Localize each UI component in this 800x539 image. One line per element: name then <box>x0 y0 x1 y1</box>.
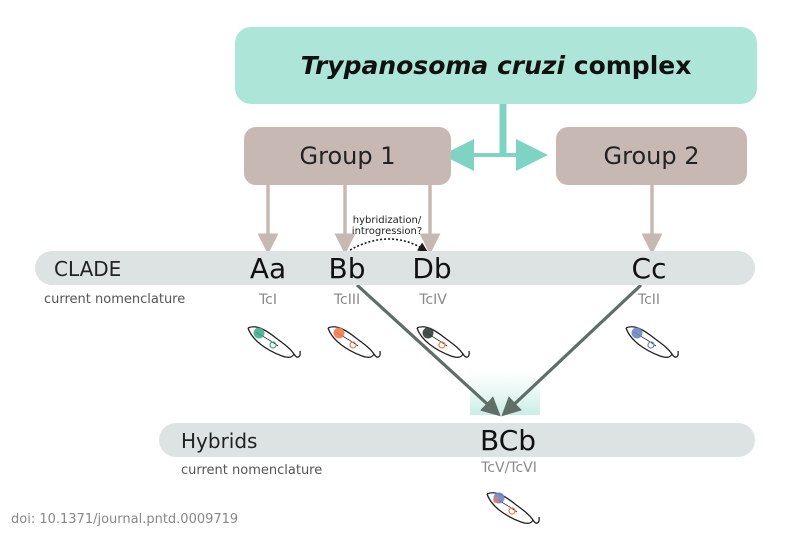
hybridization-note-line1: hybridization/ <box>352 215 422 226</box>
trypanosome-icon-Aa <box>247 326 301 358</box>
tc-Cc: TcII <box>637 292 661 308</box>
clade-row-label: CLADE <box>54 257 122 281</box>
group-2-box: Group 2 <box>556 127 747 185</box>
clade-Db: Db <box>412 252 452 285</box>
tc-BCb: TcV/TcVI <box>481 460 537 476</box>
hybrid-row-label: Hybrids <box>181 429 258 453</box>
arrow-Cc-to-BCb <box>501 283 643 417</box>
clade-Cc: Cc <box>631 252 667 285</box>
tc-Db: TcIV <box>419 292 447 308</box>
trypanosome-icon-Bb <box>327 326 381 358</box>
group-1-box: Group 1 <box>244 127 451 185</box>
hybridization-note-line2: introgression? <box>351 226 423 237</box>
tc-Bb: TcIII <box>333 292 361 308</box>
hybrid-glow <box>470 370 540 415</box>
clade-band <box>35 251 755 285</box>
hybrid-band <box>159 423 755 457</box>
clade-nomenclature-label: current nomenclature <box>44 292 186 307</box>
root-title-italic: Trypanosoma cruzi <box>300 51 566 80</box>
clade-Aa: Aa <box>249 252 287 285</box>
group-1-label: Group 1 <box>299 142 396 170</box>
trypanosome-icon-Cc <box>625 326 679 358</box>
hybrid-nomenclature-label: current nomenclature <box>181 463 323 478</box>
doi-label: doi: 10.1371/journal.pntd.0009719 <box>11 512 239 527</box>
trypanosome-icon-Db <box>416 326 470 358</box>
hybrid-BCb: BCb <box>479 424 537 457</box>
group-2-label: Group 2 <box>603 142 700 170</box>
root-complex-box: Trypanosoma cruzi complex <box>235 27 757 104</box>
clade-Bb: Bb <box>328 252 366 285</box>
hybridization-note: hybridization/ introgression? <box>352 215 422 237</box>
trypanosome-icon-BCb <box>486 492 540 524</box>
tc-Aa: TcI <box>259 292 277 308</box>
arrow-Bb-to-BCb <box>355 283 501 417</box>
root-title-rest: complex <box>565 51 692 80</box>
hybridization-arc <box>349 238 428 252</box>
